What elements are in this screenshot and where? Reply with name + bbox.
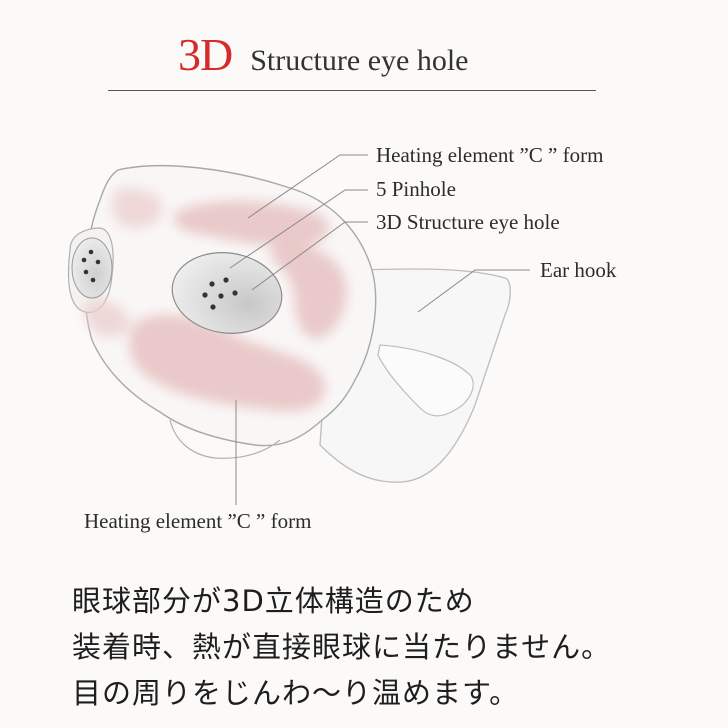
title-main: Structure eye hole [250, 44, 469, 77]
caption-line-3: 目の周りをじんわ〜り温めます。 [72, 676, 520, 710]
caption-line-2: 装着時、熱が直接眼球に当たりません。 [72, 630, 612, 664]
side-eye-hole [71, 237, 113, 299]
caption: 眼球部分が3D立体構造のため 装着時、熱が直接眼球に当たりません。 目の周りをじ… [72, 578, 692, 716]
title: 3D Structure eye hole [178, 28, 468, 81]
title-accent: 3D [178, 29, 233, 80]
pinholes [202, 277, 238, 310]
label-ear-hook: Ear hook [540, 258, 617, 282]
caption-line-1: 眼球部分が3D立体構造のため [72, 584, 475, 618]
heating-zones [84, 188, 347, 412]
label-pinhole: 5 Pinhole [376, 177, 456, 201]
label-heating-element-top: Heating element ”C ” form [376, 143, 604, 167]
label-heating-element-bottom: Heating element ”C ” form [84, 509, 312, 533]
title-divider [108, 90, 596, 91]
label-eye-hole: 3D Structure eye hole [376, 210, 560, 234]
leader-lines [229, 154, 530, 505]
main-eye-hole [171, 252, 283, 334]
